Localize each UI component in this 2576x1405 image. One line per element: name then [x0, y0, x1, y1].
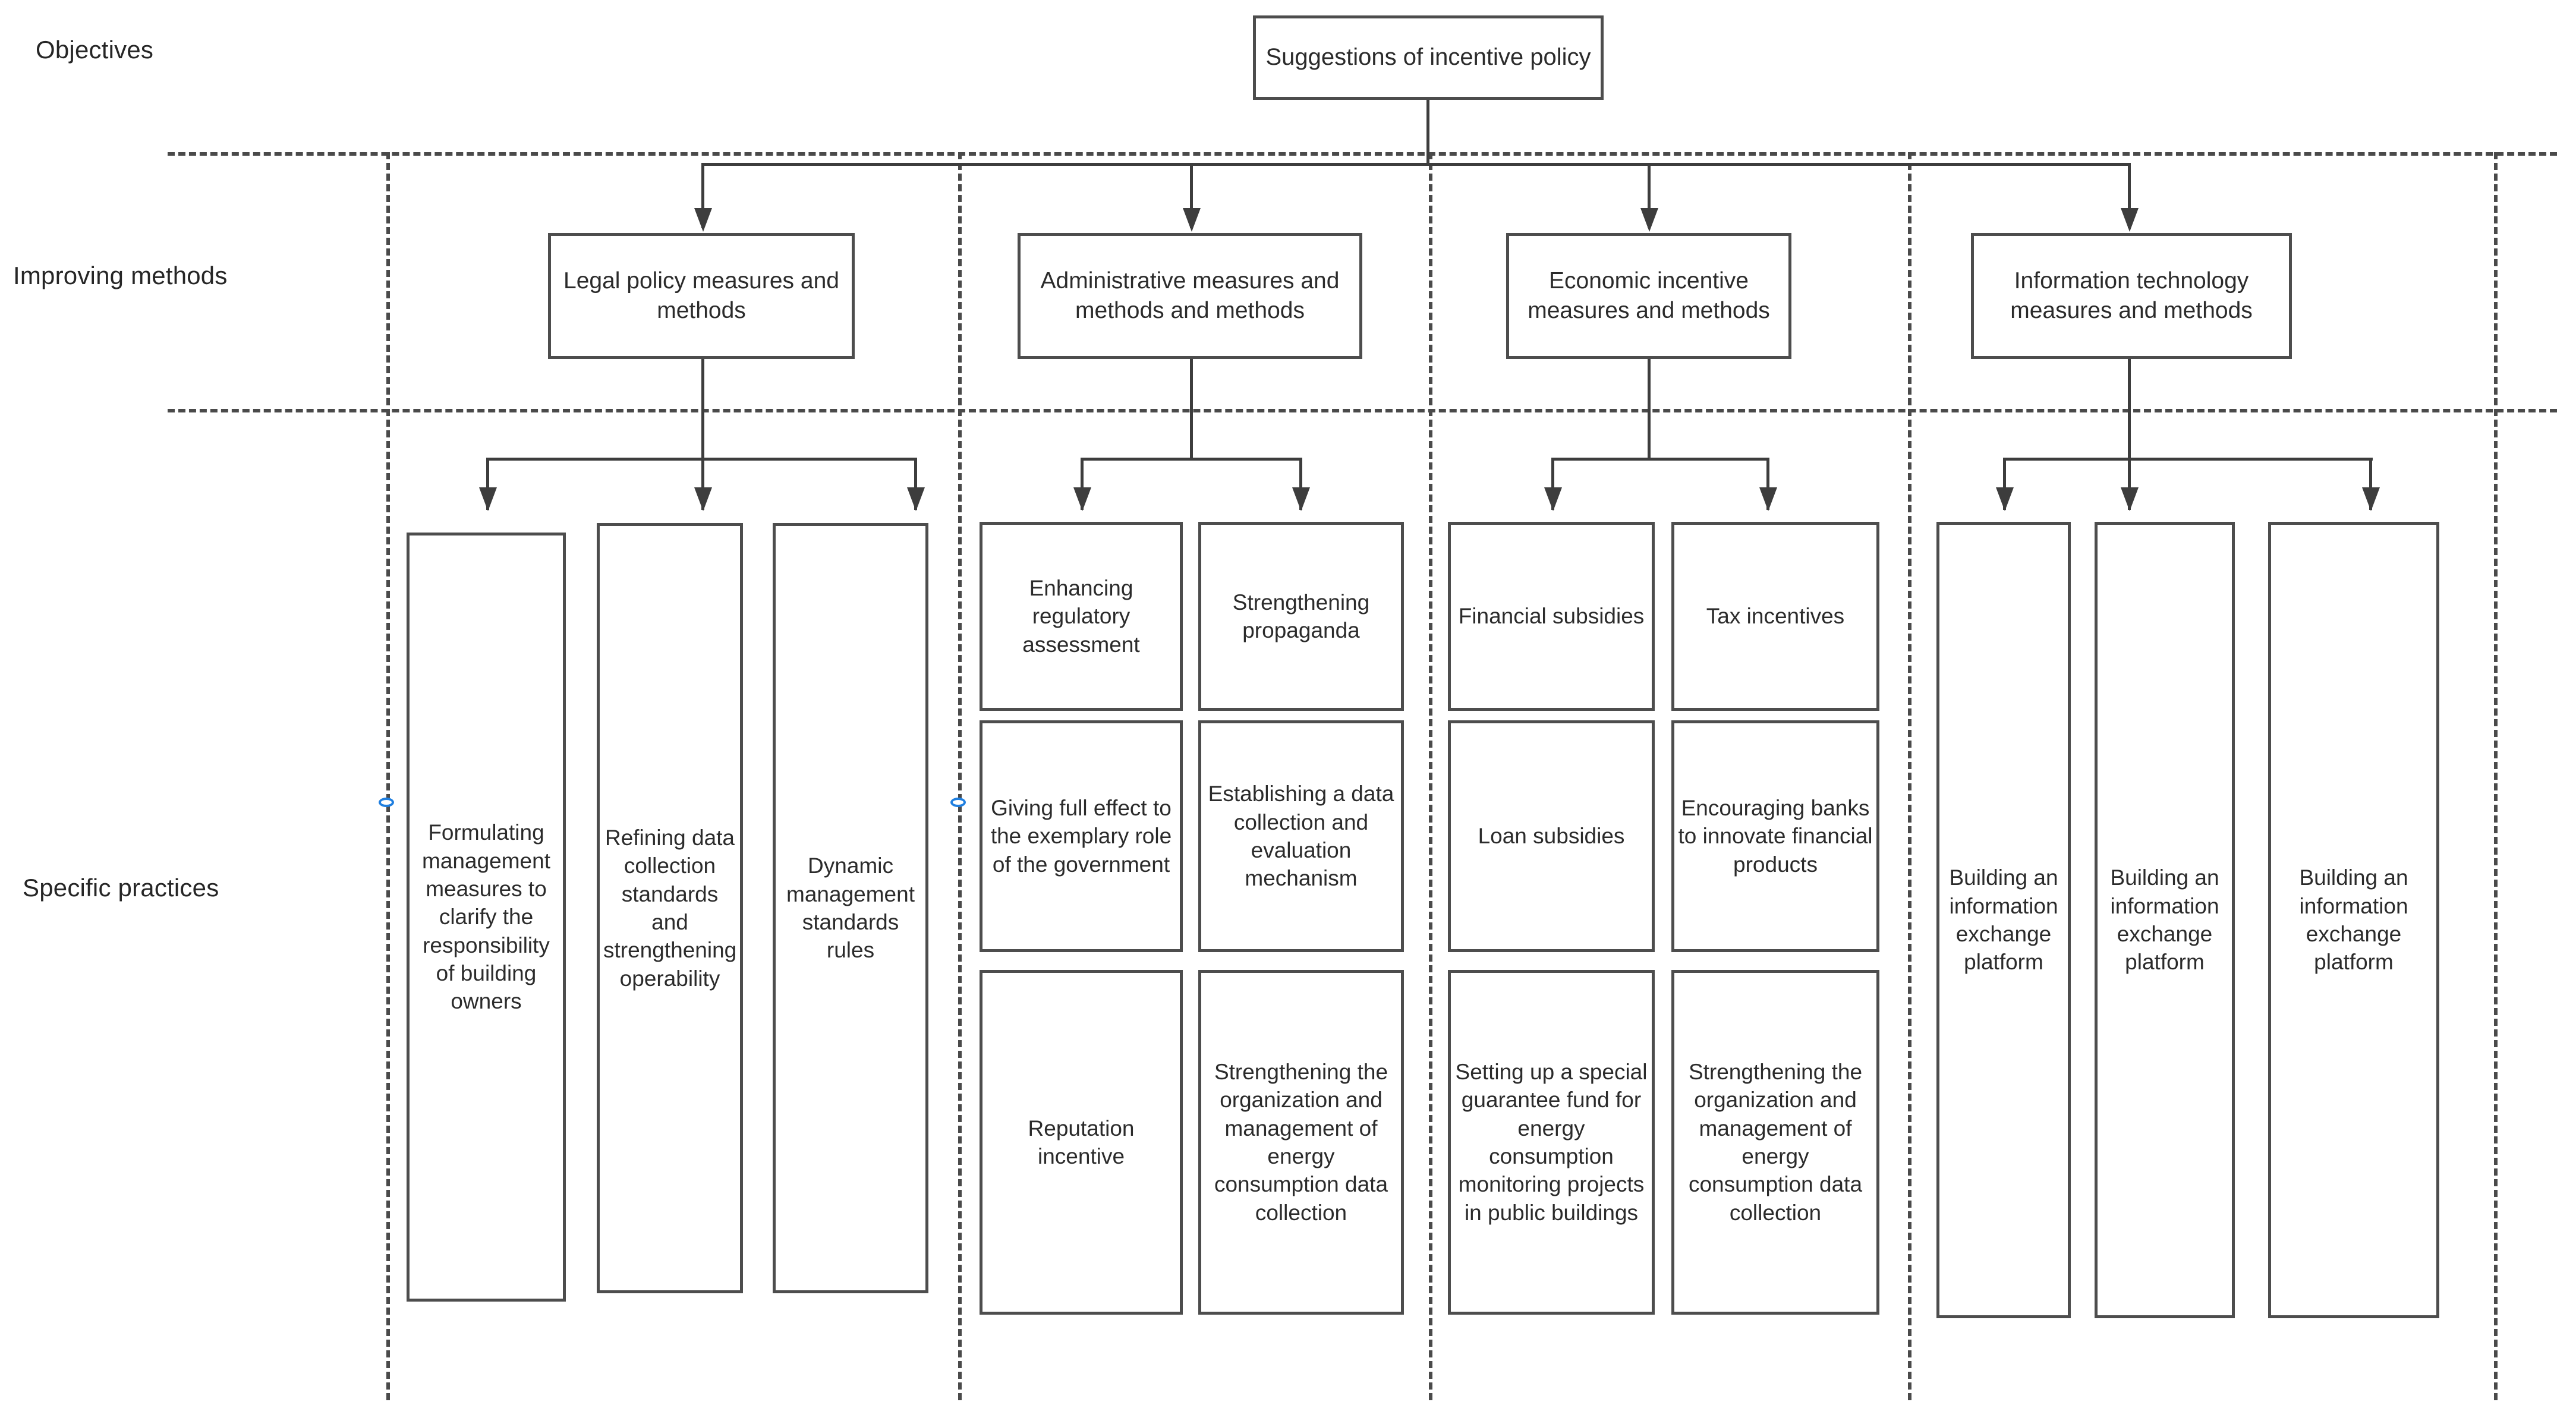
node-practice-legal-2[interactable]: Refining data collection standards and s… — [597, 523, 743, 1293]
arrowhead-admin-left — [1073, 487, 1091, 511]
node-practice-info-3-label: Building an information exchange platfor… — [2299, 865, 2408, 975]
connector-drop-legal — [701, 163, 704, 228]
connector-econ-right — [1766, 458, 1769, 510]
node-practice-admin-4-label: Establishing a data collection and evalu… — [1208, 782, 1394, 891]
arrowhead-info-1 — [1996, 487, 2014, 511]
node-practice-admin-5[interactable]: Reputation incentive — [980, 970, 1183, 1315]
arrowhead-admin-right — [1292, 487, 1310, 511]
node-practice-econ-6[interactable]: Strengthening the organization and manag… — [1671, 970, 1879, 1315]
node-practice-admin-2[interactable]: Strengthening propaganda — [1198, 522, 1404, 711]
connector-legal-3 — [914, 458, 917, 510]
band-separator-middle — [168, 409, 2557, 412]
node-practice-admin-3-label: Giving full effect to the exemplary role… — [990, 795, 1172, 877]
connector-administrative-stem — [1190, 359, 1193, 442]
connector-economic-stem — [1648, 359, 1651, 442]
node-method-economic-label: Economic incentive measures and methods — [1528, 268, 1770, 323]
arrowhead-administrative — [1183, 208, 1201, 232]
node-practice-admin-6-label: Strengthening the organization and manag… — [1214, 1059, 1388, 1225]
node-practice-admin-4[interactable]: Establishing a data collection and evalu… — [1198, 720, 1404, 952]
node-practice-econ-3-label: Loan subsidies — [1478, 824, 1625, 849]
arrowhead-economic — [1640, 208, 1658, 232]
column-separator-2 — [958, 152, 962, 1400]
connector-info-1 — [2003, 458, 2006, 510]
connector-admin-stem2 — [1190, 442, 1193, 460]
node-practice-info-1-label: Building an information exchange platfor… — [1949, 865, 2058, 975]
column-separator-3 — [1429, 152, 1432, 1400]
node-method-economic[interactable]: Economic incentive measures and methods — [1506, 233, 1791, 359]
connector-econ-bus — [1551, 458, 1769, 461]
connector-info-stem2 — [2128, 442, 2131, 460]
node-method-information-label: Information technology measures and meth… — [2010, 268, 2253, 323]
node-practice-econ-3[interactable]: Loan subsidies — [1448, 720, 1655, 952]
node-practice-legal-3[interactable]: Dynamic management standards rules — [773, 523, 928, 1293]
arrowhead-econ-left — [1544, 487, 1562, 511]
connector-info-3 — [2369, 458, 2372, 510]
node-practice-legal-1-label: Formulating management measures to clari… — [422, 820, 550, 1014]
node-practice-admin-1[interactable]: Enhancing regulatory assessment — [980, 522, 1183, 711]
node-practice-econ-1[interactable]: Financial subsidies — [1448, 522, 1655, 711]
node-practice-admin-1-label: Enhancing regulatory assessment — [1022, 575, 1140, 657]
arrowhead-legal-2 — [694, 487, 712, 511]
column-separator-4 — [1908, 152, 1911, 1400]
node-practice-econ-6-label: Strengthening the organization and manag… — [1688, 1059, 1863, 1225]
node-practice-econ-2-label: Tax incentives — [1706, 604, 1845, 629]
node-practice-econ-1-label: Financial subsidies — [1458, 604, 1645, 629]
arrowhead-legal-1 — [479, 487, 497, 511]
connector-legal-2 — [701, 458, 704, 510]
connector-admin-bus — [1081, 458, 1302, 461]
node-method-information[interactable]: Information technology measures and meth… — [1971, 233, 2292, 359]
connector-information-stem — [2128, 359, 2131, 442]
node-practice-econ-4[interactable]: Encouraging banks to innovate financial … — [1671, 720, 1879, 952]
arrowhead-info-3 — [2362, 487, 2380, 511]
selection-handle-left[interactable] — [379, 798, 394, 807]
node-practice-info-1[interactable]: Building an information exchange platfor… — [1936, 522, 2071, 1318]
connector-drop-administrative — [1190, 163, 1193, 228]
column-separator-5 — [2494, 152, 2498, 1400]
connector-econ-left — [1551, 458, 1554, 510]
arrowhead-info-2 — [2121, 487, 2139, 511]
connector-root-stem — [1426, 100, 1429, 165]
node-practice-legal-3-label: Dynamic management standards rules — [786, 853, 915, 963]
connector-drop-information — [2128, 163, 2131, 228]
row-label-specific-practices: Specific practices — [23, 874, 219, 902]
node-practice-admin-5-label: Reputation incentive — [1028, 1116, 1135, 1168]
arrowhead-legal — [694, 208, 712, 232]
node-root[interactable]: Suggestions of incentive policy — [1253, 15, 1604, 100]
arrowhead-legal-3 — [907, 487, 925, 511]
connector-admin-right — [1299, 458, 1302, 510]
node-practice-info-2-label: Building an information exchange platfor… — [2110, 865, 2219, 975]
connector-econ-stem2 — [1648, 442, 1651, 460]
connector-legal-stem — [701, 359, 704, 442]
column-separator-1 — [386, 152, 390, 1400]
node-root-label: Suggestions of incentive policy — [1265, 44, 1591, 71]
node-method-legal[interactable]: Legal policy measures and methods — [548, 233, 855, 359]
node-method-administrative[interactable]: Administrative measures and methods and … — [1018, 233, 1362, 359]
connector-legal-1 — [486, 458, 489, 510]
connector-info-bus — [2003, 458, 2373, 461]
node-method-legal-label: Legal policy measures and methods — [563, 268, 839, 323]
node-practice-info-3[interactable]: Building an information exchange platfor… — [2268, 522, 2439, 1318]
node-practice-admin-6[interactable]: Strengthening the organization and manag… — [1198, 970, 1404, 1315]
band-separator-top — [168, 152, 2557, 156]
connector-drop-economic — [1648, 163, 1651, 228]
arrowhead-information — [2121, 208, 2139, 232]
node-practice-admin-2-label: Strengthening propaganda — [1232, 590, 1370, 642]
arrowhead-econ-right — [1759, 487, 1777, 511]
connector-legal-stem2 — [701, 442, 704, 460]
node-practice-econ-5[interactable]: Setting up a special guarantee fund for … — [1448, 970, 1655, 1315]
connector-admin-left — [1081, 458, 1084, 510]
connector-level1-bus — [701, 163, 2128, 166]
node-practice-admin-3[interactable]: Giving full effect to the exemplary role… — [980, 720, 1183, 952]
node-practice-econ-5-label: Setting up a special guarantee fund for … — [1455, 1059, 1648, 1225]
node-practice-legal-2-label: Refining data collection standards and s… — [603, 825, 737, 991]
node-practice-econ-2[interactable]: Tax incentives — [1671, 522, 1879, 711]
selection-handle-mid[interactable] — [950, 798, 966, 807]
connector-info-2 — [2128, 458, 2131, 510]
row-label-objectives: Objectives — [36, 36, 154, 64]
node-practice-info-2[interactable]: Building an information exchange platfor… — [2095, 522, 2235, 1318]
node-method-administrative-label: Administrative measures and methods and … — [1040, 268, 1340, 323]
node-practice-econ-4-label: Encouraging banks to innovate financial … — [1678, 795, 1873, 877]
row-label-improving-methods: Improving methods — [13, 262, 228, 289]
node-practice-legal-1[interactable]: Formulating management measures to clari… — [407, 533, 566, 1302]
